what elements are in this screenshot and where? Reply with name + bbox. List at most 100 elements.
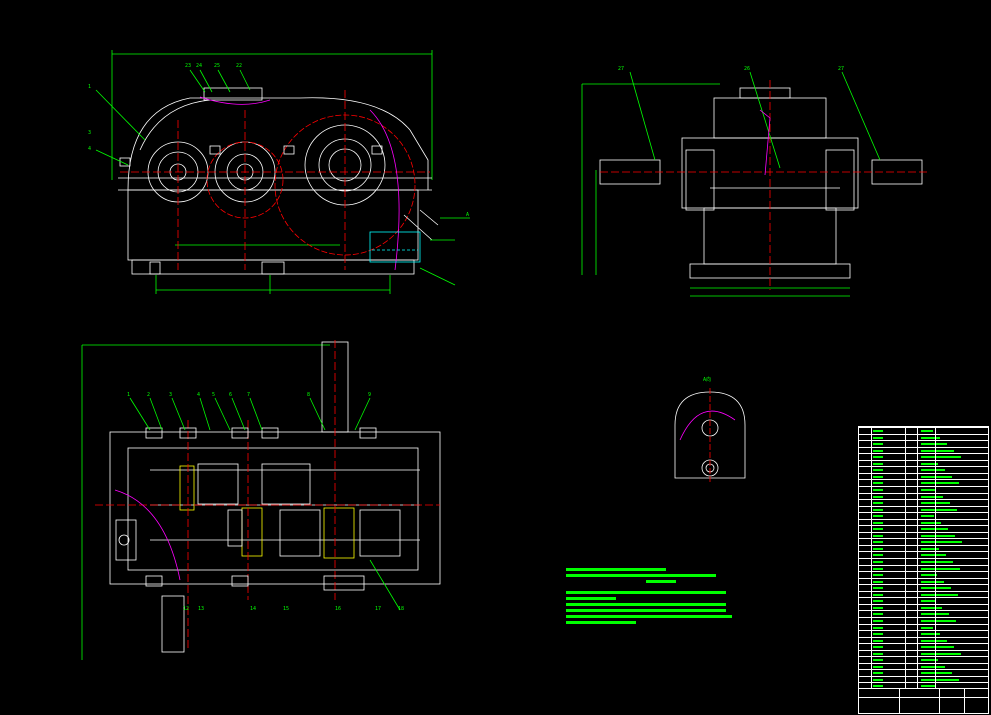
- bom-cell-bar: [921, 672, 952, 675]
- callout-23: 23: [185, 63, 192, 69]
- bom-cell-bar: [921, 593, 958, 596]
- bom-cell-bar: [921, 678, 959, 681]
- note-line: [566, 603, 726, 606]
- bom-cell-bar: [873, 528, 883, 531]
- bom-row: [859, 597, 988, 605]
- bom-row: [859, 525, 988, 533]
- bom-cell-bar: [873, 672, 883, 675]
- bom-row: [859, 512, 988, 520]
- bom-cell-bar: [921, 515, 934, 518]
- bill-of-materials: [858, 426, 989, 714]
- callout-bottom-14: 14: [250, 606, 257, 612]
- bom-cell-bar: [873, 574, 883, 577]
- bom-row: [859, 544, 988, 553]
- bom-row: [859, 538, 988, 546]
- bom-row: [859, 466, 988, 474]
- bom-cell-bar: [873, 678, 883, 681]
- title-block: [858, 688, 989, 714]
- bom-cell-bar: [873, 554, 883, 557]
- bom-cell-bar: [921, 547, 939, 550]
- bom-row: [859, 623, 988, 632]
- bom-cell-bar: [873, 534, 883, 537]
- bom-cell-bar: [921, 587, 951, 590]
- callout-24: 24: [196, 63, 203, 69]
- bom-cell-bar: [873, 547, 883, 550]
- bom-cell-bar: [873, 685, 883, 688]
- side-view: [581, 71, 930, 297]
- bom-cell-bar: [873, 587, 883, 590]
- bom-row: [859, 427, 988, 435]
- front-view: [95, 50, 470, 294]
- bom-cell-bar: [921, 528, 948, 531]
- note-line: [646, 580, 676, 583]
- bom-row: [859, 577, 988, 586]
- bom-cell-bar: [873, 502, 883, 505]
- bom-cell-bar: [921, 541, 962, 544]
- plan-view: [81, 340, 441, 660]
- callout-27-left: 27: [618, 66, 625, 72]
- bom-cell-bar: [873, 659, 883, 662]
- callout-top-4: 4: [197, 392, 201, 398]
- bom-cell-bar: [921, 619, 956, 622]
- bom-cell-bar: [873, 646, 883, 649]
- callout-top-1: 1: [127, 392, 131, 398]
- bom-cell-bar: [921, 469, 945, 472]
- callout-bottom-15: 15: [283, 606, 290, 612]
- bom-cell-bar: [873, 541, 883, 544]
- bom-cell-bar: [873, 626, 883, 629]
- bom-row: [859, 603, 988, 612]
- callout-bottom-12: 12: [183, 606, 190, 612]
- bom-cell-bar: [873, 462, 883, 465]
- bom-cell-bar: [921, 488, 936, 491]
- bom-cell-bar: [921, 606, 942, 609]
- bom-cell-bar: [873, 508, 883, 511]
- bom-row: [859, 584, 988, 592]
- bom-row: [859, 479, 988, 487]
- bom-cell-bar: [873, 521, 883, 524]
- detail-view-a: [674, 388, 746, 482]
- bom-cell-bar: [873, 469, 883, 472]
- bom-cell-bar: [873, 652, 883, 655]
- bom-row: [859, 558, 988, 566]
- note-line: [566, 621, 636, 624]
- callout-bottom-13: 13: [198, 606, 205, 612]
- bom-cell-bar: [921, 652, 961, 655]
- bom-row: [859, 459, 988, 468]
- bom-column-line: [935, 427, 936, 689]
- bom-row: [859, 531, 988, 540]
- bom-cell-bar: [921, 462, 938, 465]
- bom-cell-bar: [873, 561, 883, 563]
- technical-notes: [566, 568, 736, 627]
- bom-cell-bar: [921, 521, 941, 524]
- note-line: [566, 615, 732, 618]
- bom-row: [859, 518, 988, 527]
- bom-cell-bar: [921, 626, 933, 629]
- bom-cell-bar: [921, 436, 940, 439]
- bom-column-line: [917, 427, 918, 689]
- callout-26: 26: [744, 66, 751, 72]
- bom-row: [859, 492, 988, 501]
- bom-row: [859, 590, 988, 599]
- bom-cell-bar: [921, 475, 952, 478]
- bom-row: [859, 649, 988, 658]
- bom-row: [859, 636, 988, 645]
- bom-row: [859, 446, 988, 455]
- bom-cell-bar: [921, 449, 954, 452]
- callout-3: 3: [88, 130, 92, 136]
- bom-cell-bar: [921, 659, 938, 662]
- bom-cell-bar: [921, 495, 943, 498]
- bom-cell-bar: [921, 646, 954, 649]
- callout-top-9: 9: [368, 392, 372, 398]
- bom-cell-bar: [921, 482, 959, 485]
- bom-row: [859, 656, 988, 664]
- callout-top-5: 5: [212, 392, 216, 398]
- bom-cell-bar: [921, 633, 940, 636]
- callout-27-right: 27: [838, 66, 845, 72]
- bom-cell-bar: [921, 639, 947, 642]
- bom-cell-bar: [921, 430, 933, 432]
- bom-cell-bar: [921, 574, 937, 577]
- callout-top-3: 3: [169, 392, 173, 398]
- bom-cell-bar: [873, 665, 883, 668]
- bom-cell-bar: [921, 456, 961, 459]
